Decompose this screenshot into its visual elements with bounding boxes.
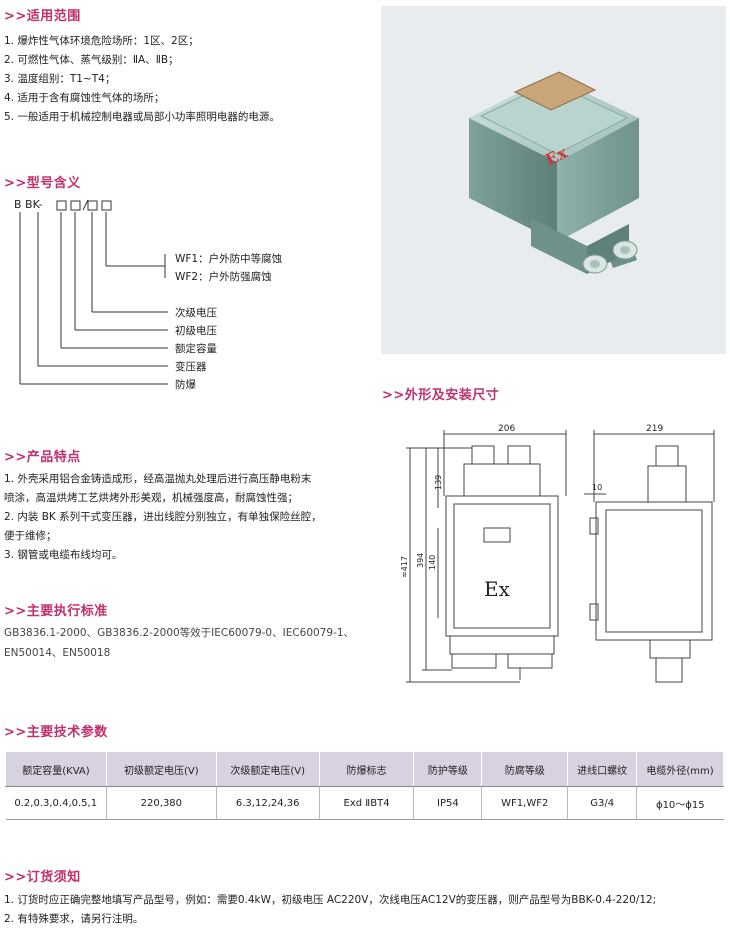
- params-cell-cable-diameter: ϕ10～ϕ15: [636, 786, 724, 820]
- features-item-1: 1. 外壳采用铝合金铸造成形，经高温抛丸处理后进行高压静电粉末: [4, 473, 312, 485]
- features-item-3: 3. 钢管或电缆布线均可。: [4, 549, 123, 561]
- scope-item-4: 4. 适用于含有腐蚀性气体的场所；: [4, 92, 165, 104]
- model-label-secondary: 次级电压: [175, 307, 217, 319]
- dim-height-body: 394: [416, 553, 425, 568]
- standards-title: >>主要执行标准: [4, 604, 108, 619]
- dim-side-offset: 10: [592, 483, 602, 492]
- dim-width-front: 206: [498, 424, 515, 434]
- model-label-wf1: WF1：户外防中等腐蚀: [175, 253, 283, 265]
- order-title: >>订货须知: [4, 870, 81, 885]
- model-code-diagram: [19, 199, 168, 385]
- dim-height-total: ≈417: [400, 556, 409, 578]
- params-header-thread: 进线口螺纹: [567, 751, 638, 787]
- standards-line-2: EN50014、EN50018: [4, 647, 111, 659]
- dim-height-mid: 140: [428, 555, 437, 570]
- params-header-row: 额定容量(KVA) 初级额定电压(V) 次级额定电压(V) 防爆标志 防护等级 …: [5, 751, 724, 787]
- order-item-1: 1. 订货时应正确完整地填写产品型号，例如：需要0.4kW，初级电压 AC220…: [4, 894, 657, 906]
- table-row: 0.2,0.3,0.4,0.5,1 220,380 6.3,12,24,36 E…: [5, 786, 724, 820]
- params-cell-secondary-voltage: 6.3,12,24,36: [216, 786, 320, 820]
- model-label-transformer: 变压器: [175, 361, 207, 373]
- params-cell-anticorrosion: WF1,WF2: [481, 786, 569, 820]
- params-cell-thread: G3/4: [567, 786, 638, 820]
- features-title: >>产品特点: [4, 450, 81, 465]
- model-label-wf2: WF2：户外防强腐蚀: [175, 271, 272, 283]
- params-header-explosion-mark: 防爆标志: [318, 751, 415, 787]
- params-table: 额定容量(KVA) 初级额定电压(V) 次级额定电压(V) 防爆标志 防护等级 …: [5, 751, 724, 820]
- params-header-secondary-voltage: 次级额定电压(V): [215, 751, 320, 787]
- scope-item-3: 3. 温度组别：T1~T4；: [4, 73, 116, 85]
- dim-height-top: 139: [434, 475, 443, 490]
- params-cell-primary-voltage: 220,380: [106, 786, 217, 820]
- features-item-2b: 便于维修；: [4, 530, 57, 542]
- params-header-cable-diameter: 电缆外径(mm): [636, 751, 724, 787]
- standards-line-1: GB3836.1-2000、GB3836.2-2000等效于IEC60079-0…: [4, 627, 355, 639]
- scope-title: >>适用范围: [4, 9, 81, 24]
- order-item-2: 2. 有特殊要求，请另行注明。: [4, 913, 144, 925]
- model-title: >>型号含义: [4, 176, 81, 191]
- params-cell-protection: IP54: [413, 786, 483, 820]
- scope-item-2: 2. 可燃性气体、蒸气级别：ⅡA、ⅡB；: [4, 54, 179, 66]
- params-header-protection: 防护等级: [413, 751, 483, 787]
- params-cell-capacity: 0.2,0.3,0.4,0.5,1: [5, 786, 107, 820]
- dimension-drawing: 206 219 10 139 ≈417 394 140 Ex: [400, 424, 715, 683]
- dim-width-side: 219: [646, 424, 663, 434]
- params-header-capacity: 额定容量(KVA): [5, 751, 107, 787]
- params-cell-explosion-mark: Exd ⅡBT4: [319, 786, 415, 820]
- scope-item-5: 5. 一般适用于机械控制电器或局部小功率照明电器的电源。: [4, 111, 280, 123]
- model-label-explosion: 防爆: [175, 379, 196, 391]
- features-item-2: 2. 内装 BK 系列干式变压器，进出线腔分别独立，有单独保险丝腔，: [4, 511, 322, 523]
- model-label-capacity: 额定容量: [175, 343, 217, 355]
- params-title: >>主要技术参数: [4, 725, 108, 740]
- scope-item-1: 1. 爆炸性气体环境危险场所：1区、2区；: [4, 35, 199, 47]
- dimensions-title: >>外形及安装尺寸: [382, 388, 500, 403]
- drawing-ex-mark: Ex: [484, 577, 511, 601]
- params-header-primary-voltage: 初级额定电压(V): [105, 751, 217, 787]
- model-label-primary: 初级电压: [175, 325, 217, 337]
- model-code-prefix: B BK-: [14, 198, 43, 211]
- params-header-anticorrosion: 防腐等级: [481, 751, 569, 787]
- features-item-1b: 喷涂，高温烘烤工艺烘烤外形美观，机械强度高，耐腐蚀性强；: [4, 492, 298, 504]
- product-photo: Ex: [381, 6, 726, 354]
